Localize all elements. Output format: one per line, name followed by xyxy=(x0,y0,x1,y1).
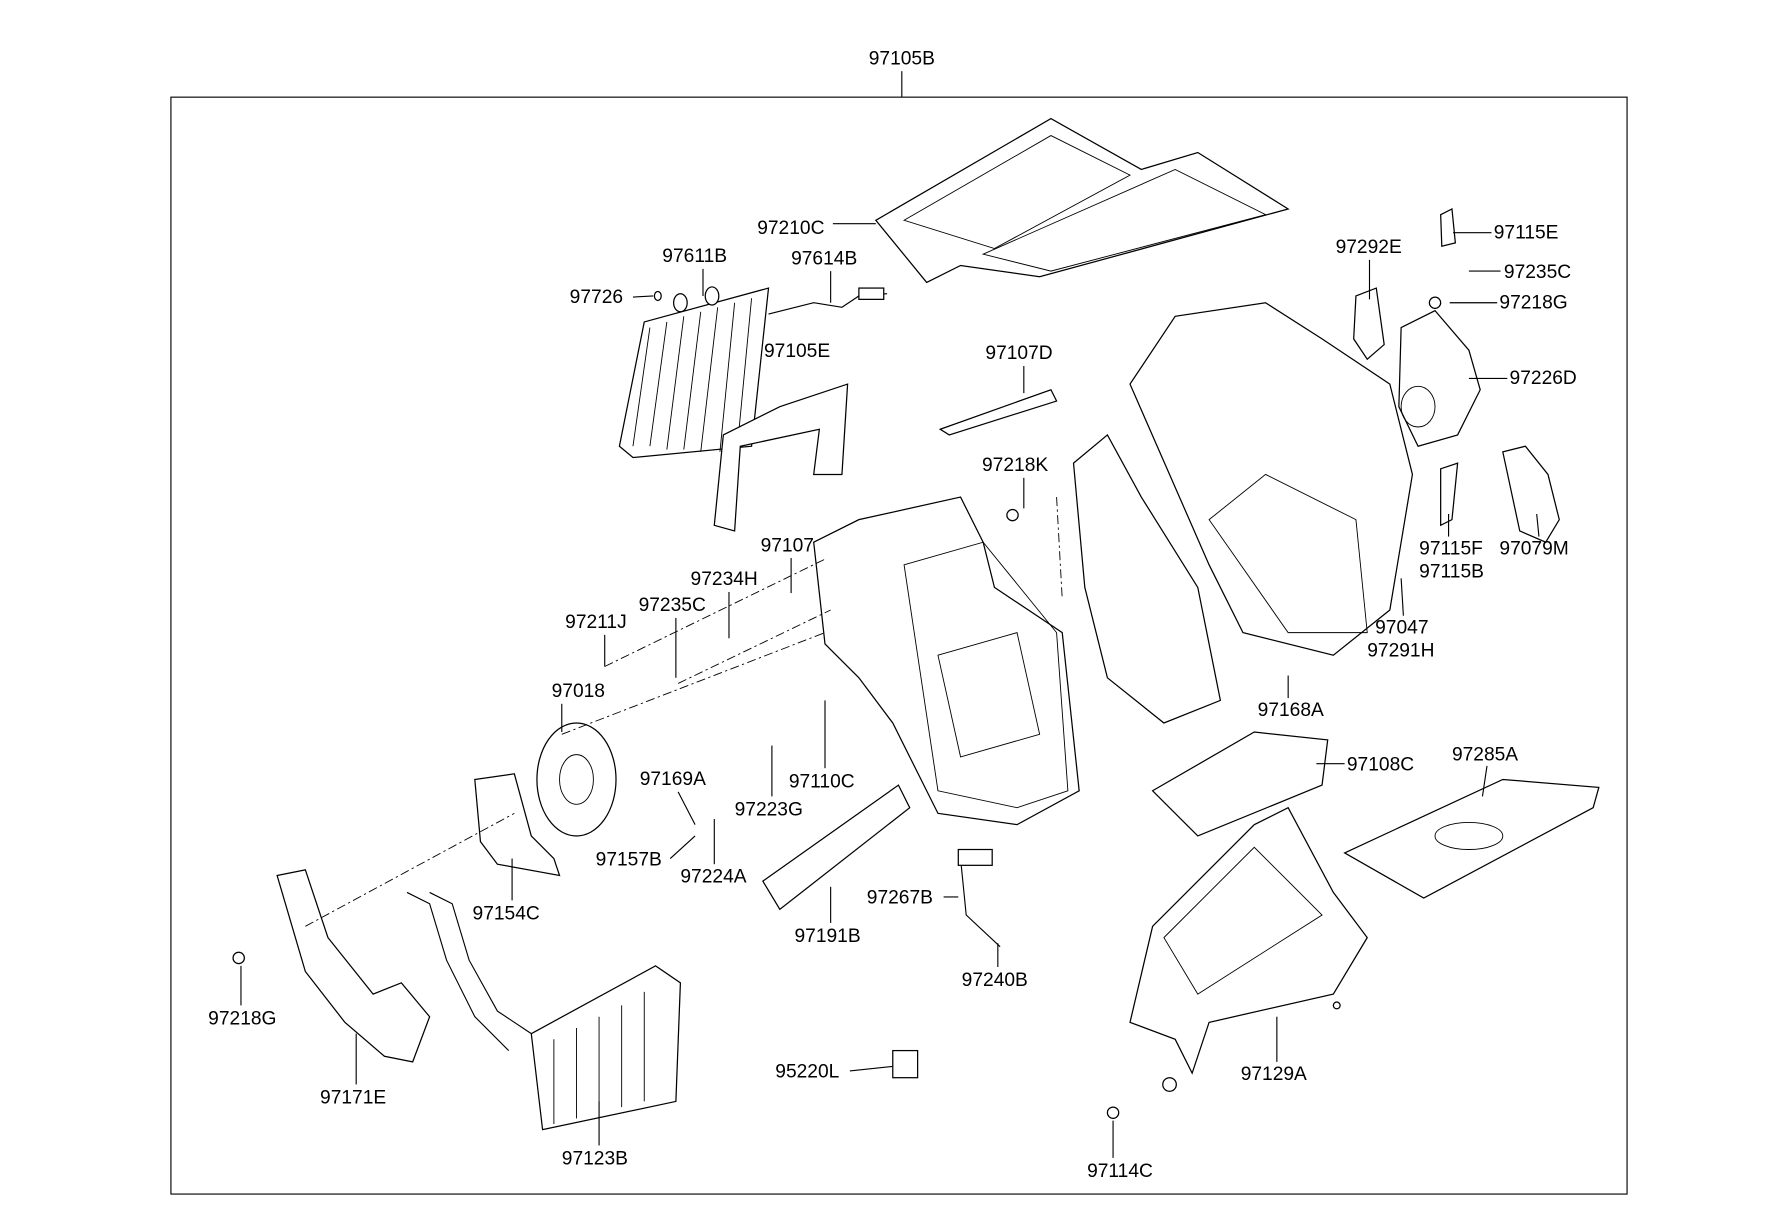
label-97115F[interactable]: 97115F xyxy=(1419,539,1483,560)
screw-icons xyxy=(232,296,1442,1119)
cover-97285A xyxy=(1343,778,1600,899)
label-97115E[interactable]: 97115E xyxy=(1494,222,1559,243)
leader-lines xyxy=(240,223,1540,1158)
label-97018[interactable]: 97018 xyxy=(552,681,605,702)
label-97226D[interactable]: 97226D xyxy=(1510,368,1577,389)
label-97114C[interactable]: 97114C xyxy=(1087,1161,1153,1182)
label-97108C[interactable]: 97108C xyxy=(1347,754,1414,775)
duct-97108C xyxy=(1151,731,1329,837)
sensor-body-icon xyxy=(957,848,993,866)
label-97211J[interactable]: 97211J xyxy=(565,612,627,633)
seal-97105E xyxy=(713,383,849,532)
label-97218K[interactable]: 97218K xyxy=(982,455,1048,476)
label-97218G-right[interactable]: 97218G xyxy=(1499,292,1567,313)
label-97171E[interactable]: 97171E xyxy=(320,1088,386,1109)
label-97157B[interactable]: 97157B xyxy=(596,849,662,870)
label-97614B[interactable]: 97614B xyxy=(791,248,857,269)
label-97123B[interactable]: 97123B xyxy=(562,1149,628,1170)
label-97107D[interactable]: 97107D xyxy=(985,343,1052,364)
label-97129A[interactable]: 97129A xyxy=(1241,1064,1307,1085)
seal-97079M xyxy=(1502,445,1560,544)
relay-95220L xyxy=(892,1049,919,1079)
blower-97018 xyxy=(536,722,617,837)
expansion-sensor-97614B xyxy=(768,287,888,315)
filter-97107D xyxy=(938,388,1058,436)
label-97218G-left[interactable]: 97218G xyxy=(208,1009,276,1030)
lower-case-97129A xyxy=(1129,806,1368,1075)
label-97234H[interactable]: 97234H xyxy=(691,569,758,590)
label-97115B[interactable]: 97115B xyxy=(1419,561,1484,582)
label-97285A[interactable]: 97285A xyxy=(1452,744,1518,765)
label-97169A[interactable]: 97169A xyxy=(640,769,706,790)
label-97224A[interactable]: 97224A xyxy=(680,866,746,887)
label-97292E[interactable]: 97292E xyxy=(1336,237,1402,258)
assembly-frame xyxy=(170,96,1628,1195)
evaporator-97611B xyxy=(618,286,770,459)
bracket-97292E xyxy=(1353,287,1385,361)
sensor-97267B xyxy=(959,858,1001,948)
heater-core-97123B xyxy=(406,891,682,1131)
label-97168A[interactable]: 97168A xyxy=(1258,700,1324,721)
label-97291H[interactable]: 97291H xyxy=(1367,640,1434,661)
lever-97115E xyxy=(1440,208,1457,248)
label-97047[interactable]: 97047 xyxy=(1375,618,1428,639)
heater-case-left xyxy=(813,496,1080,826)
label-97726[interactable]: 97726 xyxy=(570,287,623,308)
label-97105E[interactable]: 97105E xyxy=(764,341,830,362)
label-97235C[interactable]: 97235C xyxy=(639,595,706,616)
label-97267B[interactable]: 97267B xyxy=(867,888,933,909)
filter-97191B xyxy=(762,784,911,911)
filter-cover-97210C xyxy=(874,117,1290,284)
label-97223G[interactable]: 97223G xyxy=(735,800,803,821)
label-97079M[interactable]: 97079M xyxy=(1499,539,1568,560)
label-97105B[interactable]: 97105B xyxy=(869,48,935,69)
pipes-97171E xyxy=(276,869,431,1063)
actuator-97226D xyxy=(1398,309,1481,447)
o-ring-icon xyxy=(653,290,662,302)
label-95220L[interactable]: 95220L xyxy=(775,1062,839,1083)
lever-97115F xyxy=(1440,462,1459,527)
label-97240B[interactable]: 97240B xyxy=(962,970,1028,991)
label-97107[interactable]: 97107 xyxy=(761,535,814,556)
label-97611B[interactable]: 97611B xyxy=(662,246,727,267)
label-97154C[interactable]: 97154C xyxy=(473,904,540,925)
label-97191B[interactable]: 97191B xyxy=(794,926,860,947)
actuator-97154C xyxy=(474,773,561,877)
label-97210C[interactable]: 97210C xyxy=(757,218,824,239)
label-97110C[interactable]: 97110C xyxy=(789,771,855,792)
exploded-view-lines xyxy=(305,497,1063,927)
label-97235C-right[interactable]: 97235C xyxy=(1504,262,1571,283)
heater-case-right xyxy=(1072,302,1414,724)
